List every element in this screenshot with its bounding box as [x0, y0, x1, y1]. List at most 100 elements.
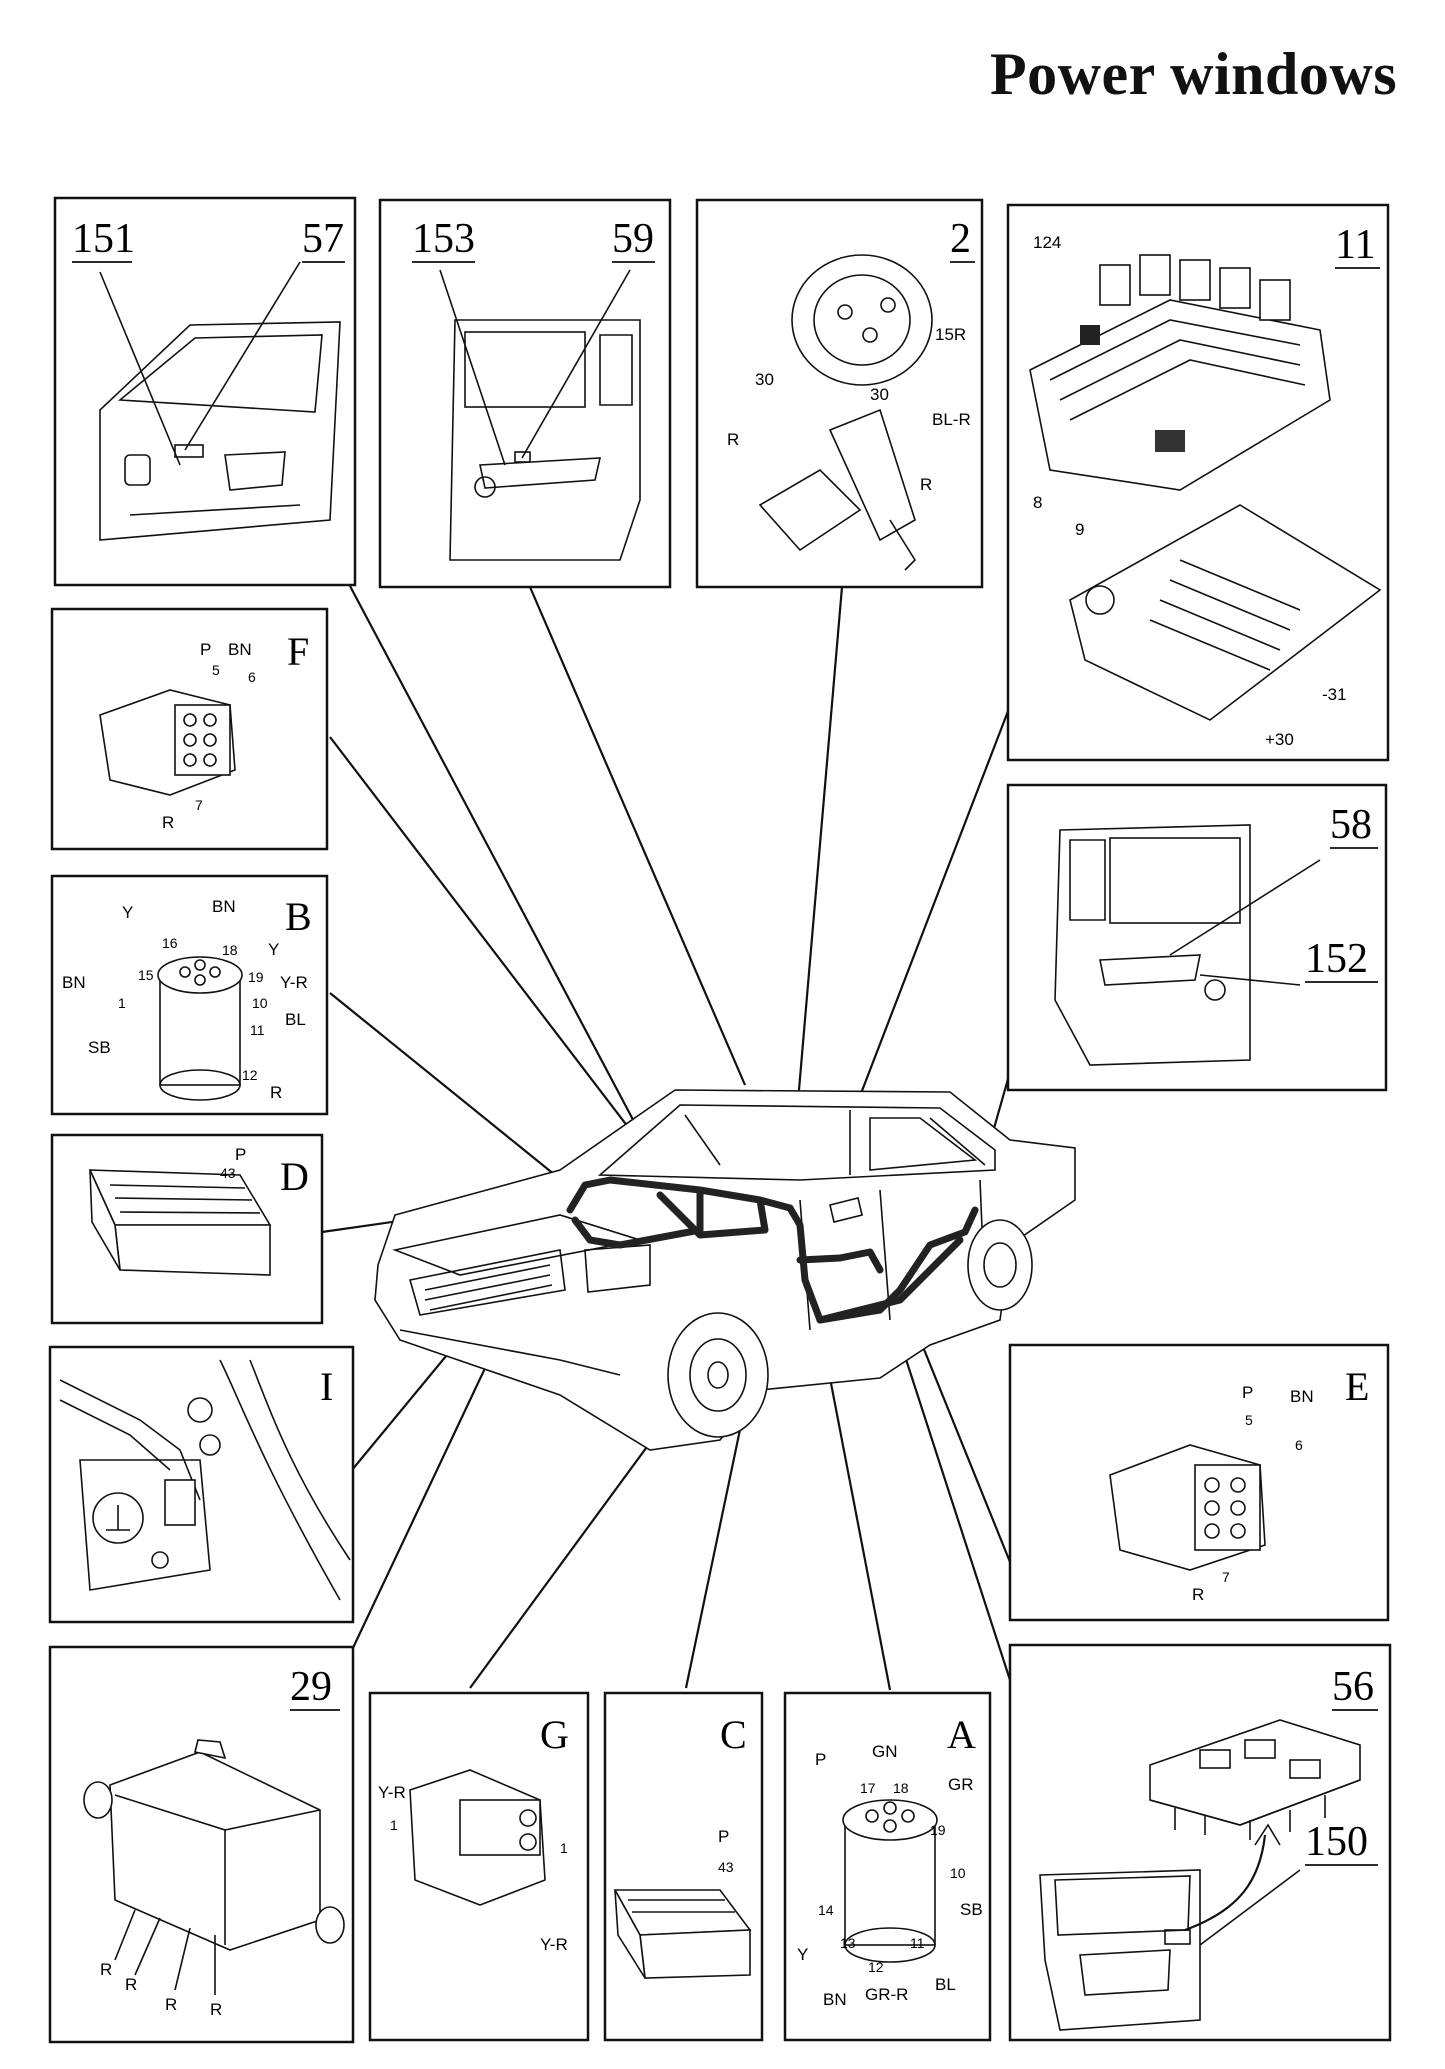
label-16: 16: [162, 935, 178, 951]
label-14: 14: [818, 1902, 834, 1918]
label-R1: R: [100, 1960, 112, 1979]
label-R-a: R: [727, 430, 739, 449]
label-P: P: [815, 1750, 826, 1769]
label-R: R: [162, 813, 174, 832]
panel-C: C P 43: [603, 1691, 764, 2042]
letter-C: C: [720, 1712, 747, 1757]
panel-29: 29 R R R R: [48, 1645, 355, 2044]
label-Y-R2: Y-R: [540, 1935, 568, 1954]
label-19: 19: [930, 1822, 946, 1838]
letter-G: G: [540, 1712, 569, 1757]
panel-D: D P 43: [50, 1133, 324, 1325]
label-15: 15: [138, 967, 154, 983]
letter-B: B: [285, 894, 312, 939]
label-GR-R: GR-R: [865, 1985, 908, 2004]
label-Y-R: Y-R: [280, 973, 308, 992]
letter-F: F: [287, 629, 309, 674]
label-R4: R: [210, 2000, 222, 2019]
label-R3: R: [165, 1995, 177, 2014]
label-7: 7: [1222, 1569, 1230, 1585]
car-illustration: [374, 1089, 1076, 1451]
panel-56-150: 56 150: [1008, 1643, 1392, 2042]
label-BL-R: BL-R: [932, 410, 971, 429]
part-56: 56: [1332, 1664, 1374, 1710]
label-Y1: Y: [122, 903, 133, 922]
panel-A: A P GN 17 18 GR 19 10 SB 14 Y 13 12 11 B…: [783, 1691, 992, 2042]
label-R: R: [270, 1083, 282, 1102]
label-P: P: [235, 1145, 246, 1164]
panel-F: F P BN 5 6 7 R: [50, 607, 329, 851]
letter-D: D: [280, 1154, 309, 1199]
label-17: 17: [860, 1780, 876, 1796]
panel-B: B Y BN 16 18 Y BN 15 19 Y-R 1 10 BL SB 1…: [50, 874, 329, 1116]
label-8: 8: [1033, 493, 1042, 512]
letter-E: E: [1345, 1364, 1369, 1409]
label-P: P: [718, 1827, 729, 1846]
label-GN: GN: [872, 1742, 898, 1761]
label-plus30: +30: [1265, 730, 1294, 749]
panel-E: E P BN 5 6 7 R: [1008, 1343, 1390, 1622]
part-11: 11: [1335, 222, 1375, 268]
label-1: 1: [118, 995, 126, 1011]
label-10: 10: [950, 1865, 966, 1881]
label-BN: BN: [228, 640, 252, 659]
label-11: 11: [250, 1022, 265, 1038]
label-BN: BN: [823, 1990, 847, 2009]
part-29: 29: [290, 1664, 332, 1710]
label-18: 18: [893, 1780, 909, 1796]
label-30b: 30: [870, 385, 889, 404]
label-R: R: [1192, 1585, 1204, 1604]
part-151: 151: [72, 216, 135, 262]
label-P: P: [200, 640, 211, 659]
label-15R: 15R: [935, 325, 966, 344]
panel-2: 2 15R 30 30 R BL-R R: [695, 198, 984, 589]
part-150: 150: [1305, 1819, 1368, 1865]
part-152: 152: [1305, 936, 1368, 982]
label-minus31: -31: [1322, 685, 1347, 704]
label-6: 6: [1295, 1437, 1303, 1453]
part-59: 59: [612, 216, 654, 262]
label-12: 12: [242, 1067, 258, 1083]
letter-A: A: [947, 1712, 976, 1757]
panel-11: 11 124 8 9 -31 +30: [1006, 203, 1390, 762]
label-10: 10: [252, 995, 268, 1011]
label-6: 6: [248, 669, 256, 685]
panel-151-57: 151 57: [53, 196, 357, 587]
label-SB: SB: [960, 1900, 983, 1919]
panel-G: G Y-R 1 1 Y-R: [368, 1691, 590, 2042]
label-BN2: BN: [62, 973, 86, 992]
page-title: Power windows: [990, 41, 1398, 107]
label-BL: BL: [935, 1975, 956, 1994]
label-Y: Y: [797, 1945, 808, 1964]
label-BL: BL: [285, 1010, 306, 1029]
label-P: P: [1242, 1383, 1253, 1402]
part-2: 2: [950, 216, 971, 262]
label-GR: GR: [948, 1775, 974, 1794]
label-12: 12: [868, 1959, 884, 1975]
label-5: 5: [1245, 1412, 1253, 1428]
label-124: 124: [1033, 233, 1061, 252]
label-30a: 30: [755, 370, 774, 389]
label-Y2: Y: [268, 940, 279, 959]
label-Y-R1: Y-R: [378, 1783, 406, 1802]
label-SB: SB: [88, 1038, 111, 1057]
panel-I: I: [48, 1345, 355, 1624]
label-1b: 1: [560, 1840, 568, 1856]
panel-153-59: 153 59: [378, 198, 672, 589]
letter-I: I: [320, 1364, 333, 1409]
part-153: 153: [412, 216, 475, 262]
label-43: 43: [718, 1859, 734, 1875]
label-19: 19: [248, 969, 264, 985]
label-11: 11: [910, 1935, 925, 1951]
label-1a: 1: [390, 1817, 398, 1833]
label-BN1: BN: [212, 897, 236, 916]
label-18: 18: [222, 942, 238, 958]
panel-58-152: 58 152: [1006, 783, 1388, 1092]
label-BN: BN: [1290, 1387, 1314, 1406]
label-R2: R: [125, 1975, 137, 1994]
label-9: 9: [1075, 520, 1084, 539]
label-7: 7: [195, 797, 203, 813]
label-R-b: R: [920, 475, 932, 494]
part-58: 58: [1330, 802, 1372, 848]
